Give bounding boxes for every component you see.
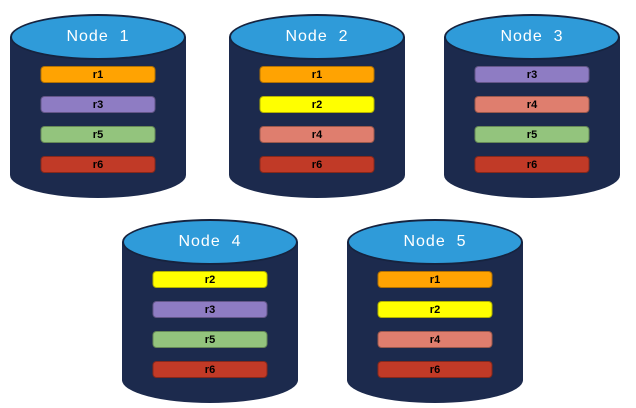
- replica-bar-r1: r1: [377, 271, 493, 288]
- replica-bar-r2: r2: [152, 271, 268, 288]
- replica-bar-r5: r5: [40, 126, 156, 143]
- replica-list: r1 r3 r5 r6: [40, 66, 156, 173]
- node-cylinder-1: Node 1 r1 r3 r5 r6: [10, 14, 186, 198]
- replica-bar-r5: r5: [474, 126, 590, 143]
- node-cylinder-5: Node 5 r1 r2 r4 r6: [347, 219, 523, 403]
- replica-bar-r3: r3: [474, 66, 590, 83]
- node-cylinder-3: Node 3 r3 r4 r5 r6: [444, 14, 620, 198]
- node-title: Node 4: [178, 233, 242, 250]
- node-title: Node 3: [500, 28, 564, 45]
- replica-bar-r6: r6: [259, 156, 375, 173]
- replica-bar-r1: r1: [259, 66, 375, 83]
- cylinder-top-ellipse: Node 5: [347, 219, 523, 265]
- cylinder-top-ellipse: Node 1: [10, 14, 186, 60]
- replica-bar-r6: r6: [377, 361, 493, 378]
- node-title: Node 5: [403, 233, 467, 250]
- replica-bar-r4: r4: [377, 331, 493, 348]
- replica-bar-r4: r4: [259, 126, 375, 143]
- node-cylinder-4: Node 4 r2 r3 r5 r6: [122, 219, 298, 403]
- replica-bar-r6: r6: [474, 156, 590, 173]
- replica-bar-r1: r1: [40, 66, 156, 83]
- cylinder-top-ellipse: Node 3: [444, 14, 620, 60]
- replica-list: r3 r4 r5 r6: [474, 66, 590, 173]
- replica-bar-r2: r2: [259, 96, 375, 113]
- node-cylinder-2: Node 2 r1 r2 r4 r6: [229, 14, 405, 198]
- cylinder-top-ellipse: Node 2: [229, 14, 405, 60]
- node-title: Node 2: [285, 28, 349, 45]
- replica-bar-r2: r2: [377, 301, 493, 318]
- replica-bar-r3: r3: [40, 96, 156, 113]
- replica-list: r2 r3 r5 r6: [152, 271, 268, 378]
- replica-bar-r4: r4: [474, 96, 590, 113]
- replica-bar-r5: r5: [152, 331, 268, 348]
- replica-list: r1 r2 r4 r6: [377, 271, 493, 378]
- node-title: Node 1: [66, 28, 130, 45]
- replica-bar-r3: r3: [152, 301, 268, 318]
- replica-list: r1 r2 r4 r6: [259, 66, 375, 173]
- cylinder-top-ellipse: Node 4: [122, 219, 298, 265]
- replica-bar-r6: r6: [40, 156, 156, 173]
- replica-bar-r6: r6: [152, 361, 268, 378]
